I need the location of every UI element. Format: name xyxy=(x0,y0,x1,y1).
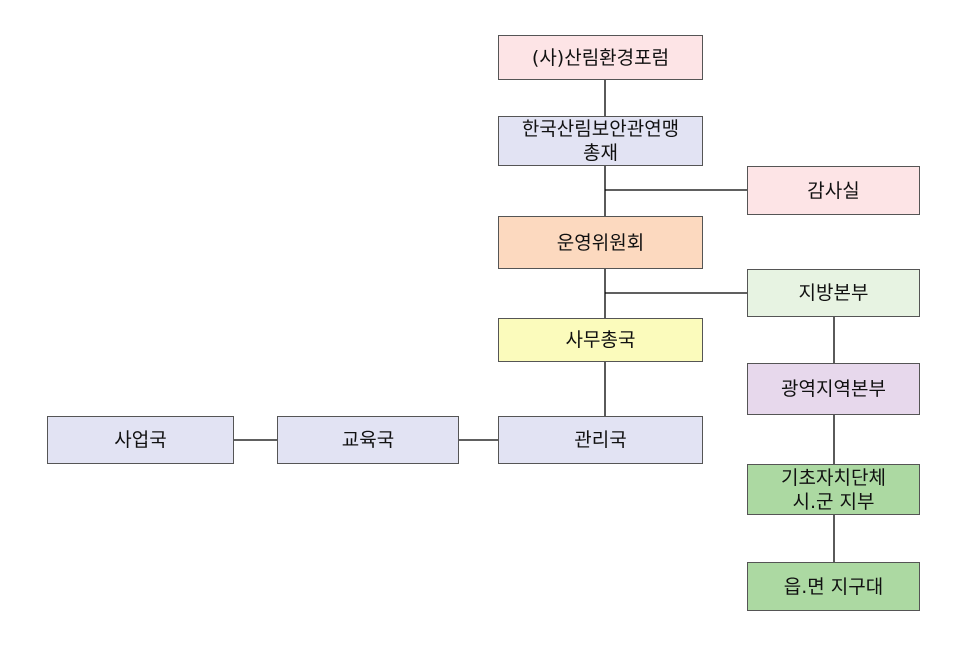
audit-office-box[interactable]: 감사실 xyxy=(747,166,920,215)
forum-box[interactable]: (사)산림환경포럼 xyxy=(498,35,703,80)
federation-president-box[interactable]: 한국산림보안관연맹 총재 xyxy=(498,116,703,166)
education-dept-box[interactable]: 교육국 xyxy=(277,416,459,464)
town-district-unit-box[interactable]: 읍.면 지구대 xyxy=(747,562,920,611)
secretariat-box[interactable]: 사무총국 xyxy=(498,318,703,362)
steering-committee-box[interactable]: 운영위원회 xyxy=(498,216,703,269)
local-government-branch-box[interactable]: 기초자치단체 시.군 지부 xyxy=(747,464,920,515)
business-dept-box[interactable]: 사업국 xyxy=(47,416,234,464)
regional-hq-box[interactable]: 지방본부 xyxy=(747,269,920,317)
management-dept-box[interactable]: 관리국 xyxy=(498,416,703,464)
metro-regional-hq-box[interactable]: 광역지역본부 xyxy=(747,363,920,415)
